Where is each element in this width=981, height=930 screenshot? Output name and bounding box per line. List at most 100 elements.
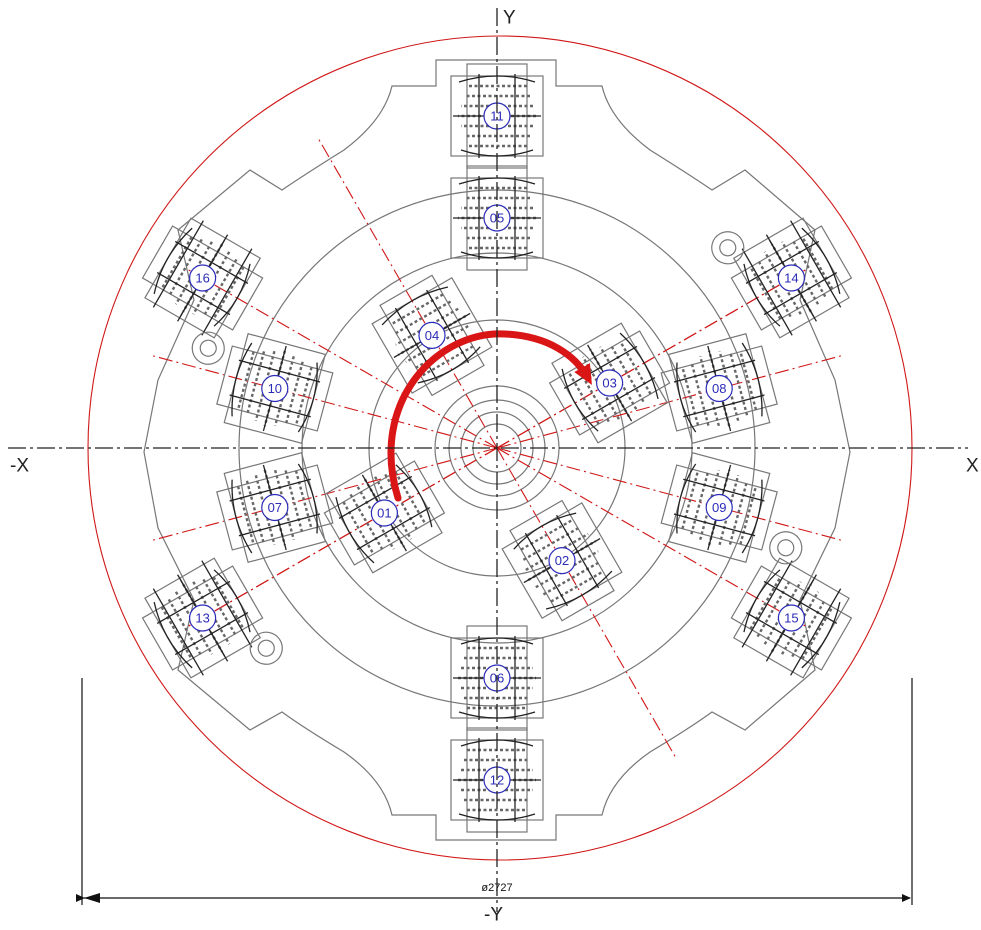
cutter-center-line <box>496 354 845 449</box>
cutter-center-line <box>184 267 498 449</box>
cutter-number-bubble <box>595 369 624 397</box>
coordinate-axes: Y -Y X -X <box>8 8 979 926</box>
cutter-edge-profile <box>335 464 433 564</box>
disc-cutter-08: 08 <box>660 332 778 445</box>
diameter-label: ø2727 <box>481 882 512 894</box>
cutter-ring-band <box>394 471 427 525</box>
cutter-ring-band <box>756 578 792 638</box>
x-axis-right-label: X <box>966 456 979 477</box>
cutter-label-13: 13 <box>189 604 217 632</box>
cutterhead-outer-contour <box>143 59 851 841</box>
diameter-dimension: ø2727 <box>76 678 913 905</box>
lifting-eye-bore <box>719 239 737 257</box>
cutter-edge-profile <box>513 512 613 610</box>
lifting-eye <box>191 331 225 365</box>
cutter-number-text: 14 <box>784 271 798 286</box>
cutter-ring-band <box>390 293 444 326</box>
x-axis-left-label: -X <box>10 456 29 477</box>
cutter-ring-band <box>681 470 700 530</box>
gauge-bolt-line <box>741 560 793 648</box>
cutter-ring-band <box>542 560 602 596</box>
cutter-number-text: 16 <box>195 271 209 286</box>
cutter-ring-band <box>801 606 834 660</box>
lifting-eye-bore <box>777 539 795 557</box>
cutter-number-bubble <box>261 493 289 522</box>
y-axis-top-label: Y <box>503 8 516 29</box>
cutter-ring-band <box>801 236 834 290</box>
cutter-number-text: 15 <box>784 611 798 626</box>
rotation-direction-arrow <box>387 330 592 502</box>
lifting-eye <box>249 631 283 665</box>
cutter-label-01: 01 <box>370 499 398 527</box>
cutter-number-bubble <box>189 604 217 632</box>
cutter-edge-profile <box>153 569 251 669</box>
cutter-ring-band <box>245 480 266 545</box>
gauge-bolt-line <box>790 220 842 308</box>
cutter-ring-band <box>567 371 600 425</box>
cutter-ring-band <box>212 266 245 320</box>
cutter-number-text: 02 <box>555 553 569 568</box>
cutter-ring-band <box>749 266 782 320</box>
cutter-ring-band <box>294 470 313 530</box>
cutter-edge-profile <box>153 227 251 327</box>
cutter-center-line <box>149 447 498 542</box>
cutter-edge-profile <box>561 332 659 432</box>
cutter-edge-profile <box>743 227 841 327</box>
cutter-label-10: 10 <box>261 374 289 403</box>
cutter-label-04: 04 <box>418 321 446 349</box>
cutter-center-line <box>496 447 678 761</box>
cutter-ring-band <box>392 300 452 336</box>
cutter-label-09: 09 <box>705 493 733 522</box>
disc-cutter-07: 07 <box>216 451 334 564</box>
disc-cutter-13: 13 <box>141 557 283 679</box>
cutter-ring-band <box>609 343 645 403</box>
cutter-number-bubble <box>261 374 289 403</box>
gauge-bolt-line <box>152 220 204 308</box>
cutter-ring-band <box>284 361 304 426</box>
disc-cutter-15: 15 <box>730 531 853 679</box>
cutter-ring-band <box>791 238 827 298</box>
lifting-eye-bore <box>257 639 275 657</box>
cutter-number-bubble <box>548 546 576 575</box>
cutter-ring-band <box>749 576 782 630</box>
cutter-ring-band <box>739 351 758 411</box>
lifting-eye-bore <box>199 339 217 357</box>
cutter-edge-profile <box>676 463 763 554</box>
cutter-label-02: 02 <box>548 546 576 575</box>
cutter-center-line <box>496 447 810 629</box>
cutter-ring-band <box>236 351 255 411</box>
cutter-number-bubble <box>370 499 398 527</box>
cutter-number-bubble <box>705 374 733 403</box>
gauge-bolt-line <box>152 588 204 676</box>
cutter-ring-band <box>236 485 255 545</box>
cutter-ring-band <box>294 366 313 426</box>
dimension-arrow-left <box>84 893 100 903</box>
cutter-edge-profile <box>231 342 318 433</box>
cutter-edge-profile <box>676 342 763 433</box>
cutter-number-bubble <box>705 493 733 522</box>
lifting-eye <box>769 531 803 565</box>
cutter-ring-band <box>619 341 652 395</box>
cutter-ring-band <box>349 493 385 553</box>
disc-cutter-02: 02 <box>501 499 623 622</box>
cutter-edge-profile <box>231 463 318 554</box>
cutter-ring-band <box>212 576 245 630</box>
cutter-number-text: 11 <box>490 109 504 124</box>
y-axis-bottom-label: -Y <box>484 905 503 926</box>
disc-cutter-04: 04 <box>371 274 493 397</box>
cutter-ring-band <box>690 470 710 535</box>
lifting-eye <box>711 231 745 265</box>
cutter-ring-band <box>739 485 758 545</box>
cutter-number-text: 01 <box>377 506 391 521</box>
disc-cutter-16: 16 <box>141 217 264 365</box>
cutter-number-text: 09 <box>712 500 726 515</box>
cutter-label-14: 14 <box>777 264 806 292</box>
cutter-number-bubble <box>189 264 217 292</box>
cutter-edge-profile <box>381 286 481 384</box>
gauge-bolt-line <box>790 588 842 676</box>
cutter-ring-band <box>420 345 474 378</box>
cutter-label-03: 03 <box>595 369 624 397</box>
cutter-number-bubble <box>777 604 806 632</box>
cutter-ring-band <box>160 606 193 660</box>
cutter-number-text: 04 <box>425 328 439 343</box>
